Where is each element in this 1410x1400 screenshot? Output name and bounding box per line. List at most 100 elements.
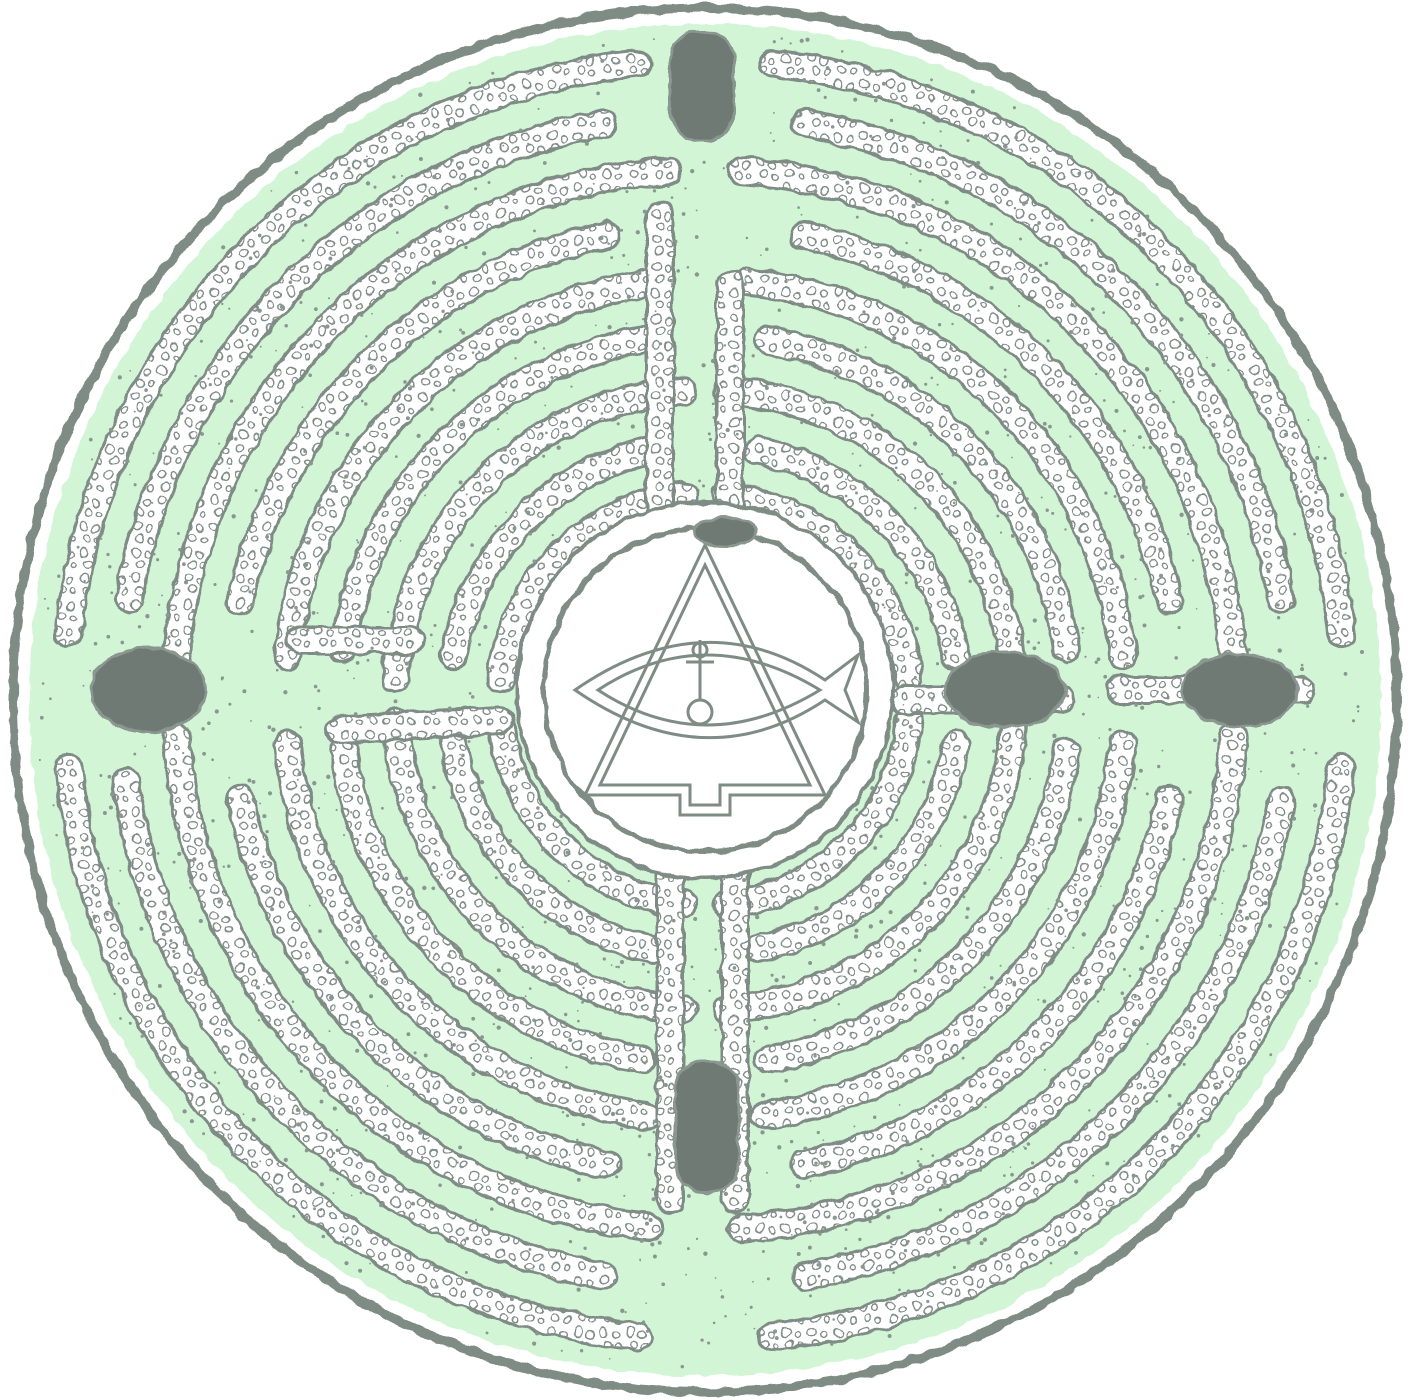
speckle-dot bbox=[218, 1082, 221, 1085]
speckle-dot bbox=[468, 639, 472, 643]
speckle-dot bbox=[188, 740, 191, 743]
speckle-dot bbox=[417, 434, 421, 438]
speckle-dot bbox=[1112, 905, 1114, 907]
speckle-dot bbox=[1128, 490, 1130, 492]
speckle-dot bbox=[577, 1288, 581, 1292]
speckle-dot bbox=[106, 912, 109, 915]
speckle-dot bbox=[546, 1274, 550, 1278]
speckle-dot bbox=[814, 1054, 817, 1057]
speckle-dot bbox=[317, 689, 320, 692]
speckle-dot bbox=[454, 944, 457, 947]
speckle-dot bbox=[254, 890, 258, 894]
speckle-dot bbox=[569, 1154, 571, 1156]
speckle-dot bbox=[548, 381, 550, 383]
speckle-dot bbox=[817, 1131, 820, 1134]
speckle-dot bbox=[541, 202, 544, 205]
speckle-dot bbox=[882, 82, 886, 86]
speckle-dot bbox=[645, 1130, 647, 1132]
speckle-dot bbox=[125, 587, 127, 589]
speckle-dot bbox=[488, 723, 491, 726]
speckle-dot bbox=[1039, 1180, 1041, 1182]
speckle-dot bbox=[54, 770, 57, 773]
speckle-dot bbox=[1203, 574, 1207, 578]
speckle-dot bbox=[862, 310, 865, 313]
speckle-dot bbox=[282, 233, 286, 237]
speckle-dot bbox=[100, 538, 102, 540]
speckle-dot bbox=[331, 860, 335, 864]
stone-top bbox=[670, 32, 734, 140]
speckle-dot bbox=[546, 317, 548, 319]
speckle-dot bbox=[458, 166, 462, 170]
speckle-dot bbox=[1095, 373, 1097, 375]
speckle-dot bbox=[601, 412, 604, 415]
speckle-dot bbox=[335, 431, 339, 435]
speckle-dot bbox=[1078, 900, 1080, 902]
speckle-dot bbox=[418, 1122, 421, 1125]
speckle-dot bbox=[190, 1119, 194, 1123]
speckle-dot bbox=[259, 802, 261, 804]
speckle-dot bbox=[754, 1328, 756, 1330]
speckle-dot bbox=[1061, 771, 1064, 774]
speckle-dot bbox=[623, 1195, 625, 1197]
speckle-dot bbox=[446, 118, 450, 122]
speckle-dot bbox=[946, 907, 948, 909]
speckle-dot bbox=[730, 1227, 732, 1229]
speckle-dot bbox=[604, 1223, 606, 1225]
speckle-dot bbox=[855, 492, 858, 495]
speckle-dot bbox=[1018, 305, 1020, 307]
speckle-dot bbox=[931, 1059, 934, 1062]
speckle-dot bbox=[1041, 812, 1043, 814]
speckle-dot bbox=[796, 1184, 800, 1188]
speckle-dot bbox=[1245, 916, 1249, 920]
speckle-dot bbox=[762, 1250, 765, 1253]
speckle-dot bbox=[134, 483, 137, 486]
speckle-dot bbox=[493, 982, 497, 986]
speckle-dot bbox=[386, 1053, 388, 1055]
speckle-dot bbox=[211, 819, 214, 822]
speckle-dot bbox=[1082, 713, 1085, 716]
speckle-dot bbox=[727, 1228, 730, 1231]
speckle-dot bbox=[931, 1154, 934, 1157]
speckle-dot bbox=[1178, 626, 1181, 629]
speckle-dot bbox=[1300, 490, 1303, 493]
speckle-dot bbox=[1091, 219, 1094, 222]
speckle-dot bbox=[1139, 558, 1142, 561]
speckle-dot bbox=[779, 955, 782, 958]
speckle-dot bbox=[774, 978, 778, 982]
speckle-dot bbox=[478, 351, 480, 353]
speckle-dot bbox=[514, 357, 516, 359]
speckle-dot bbox=[529, 1248, 532, 1251]
speckle-dot bbox=[987, 826, 989, 828]
speckle-dot bbox=[637, 271, 641, 275]
speckle-dot bbox=[1144, 486, 1148, 490]
speckle-dot bbox=[582, 1123, 585, 1126]
speckle-dot bbox=[648, 1153, 651, 1156]
speckle-dot bbox=[854, 934, 858, 938]
speckle-dot bbox=[1072, 947, 1074, 949]
speckle-dot bbox=[438, 1183, 441, 1186]
speckle-dot bbox=[374, 972, 377, 975]
speckle-dot bbox=[642, 1320, 645, 1323]
speckle-dot bbox=[153, 452, 155, 454]
speckle-dot bbox=[733, 365, 736, 368]
speckle-dot bbox=[514, 1147, 517, 1150]
speckle-dot bbox=[950, 965, 954, 969]
speckle-dot bbox=[320, 1100, 324, 1104]
speckle-dot bbox=[347, 669, 349, 671]
speckle-dot bbox=[890, 1246, 893, 1249]
speckle-dot bbox=[620, 229, 623, 232]
speckle-dot bbox=[615, 1175, 618, 1178]
speckle-dot bbox=[1003, 1174, 1006, 1177]
speckle-dot bbox=[1174, 656, 1178, 660]
speckle-dot bbox=[965, 916, 969, 920]
speckle-dot bbox=[779, 383, 783, 387]
speckle-dot bbox=[891, 1191, 895, 1195]
speckle-dot bbox=[1163, 361, 1166, 364]
speckle-dot bbox=[913, 441, 917, 445]
speckle-dot bbox=[1095, 661, 1098, 664]
speckle-dot bbox=[1170, 839, 1173, 842]
speckle-dot bbox=[471, 1017, 475, 1021]
speckle-dot bbox=[398, 248, 400, 250]
speckle-dot bbox=[306, 541, 310, 545]
